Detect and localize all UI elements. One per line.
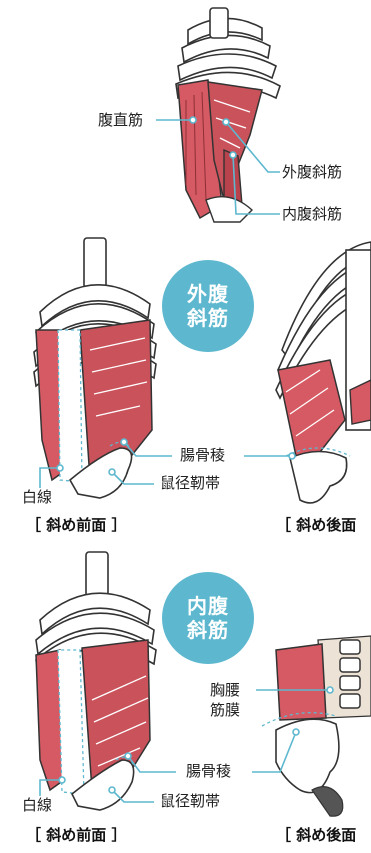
linea-alba-label: 白線 bbox=[22, 796, 52, 814]
linea-alba-label: 白線 bbox=[22, 488, 52, 506]
internal-oblique-front-figure bbox=[36, 552, 156, 810]
thoracolumbar-fascia-label: 胸腰 筋膜 bbox=[210, 680, 240, 720]
iliac-crest-label: 腸骨稜 bbox=[180, 446, 225, 464]
external-oblique-front-figure bbox=[34, 238, 156, 498]
internal-oblique-label: 内腹斜筋 bbox=[282, 205, 342, 223]
rectus-abdominis-label: 腹直筋 bbox=[98, 111, 143, 129]
internal-oblique-back-figure bbox=[262, 636, 371, 816]
caption-front-oblique: ［ 斜め前面 ］ bbox=[26, 516, 126, 534]
caption-front-oblique: ［ 斜め前面 ］ bbox=[26, 826, 126, 844]
fascia-label-line-1: 胸腰 bbox=[210, 680, 240, 700]
iliac-crest-label: 腸骨稜 bbox=[186, 762, 231, 780]
external-oblique-badge: 外腹 斜筋 bbox=[162, 260, 254, 352]
top-torso-figure bbox=[176, 8, 280, 222]
badge-line-2: 斜筋 bbox=[187, 306, 229, 330]
badge-line-1: 内腹 bbox=[187, 594, 229, 618]
external-oblique-label: 外腹斜筋 bbox=[282, 163, 342, 181]
fascia-label-line-2: 筋膜 bbox=[210, 700, 240, 720]
badge-line-1: 外腹 bbox=[187, 282, 229, 306]
caption-back-oblique: ［ 斜め後面 bbox=[276, 826, 356, 844]
external-oblique-back-figure bbox=[276, 242, 371, 503]
badge-line-2: 斜筋 bbox=[187, 618, 229, 642]
inguinal-ligament-label: 鼠径靭帯 bbox=[160, 792, 220, 810]
internal-oblique-badge: 内腹 斜筋 bbox=[162, 572, 254, 664]
caption-back-oblique: ［ 斜め後面 bbox=[276, 516, 356, 534]
inguinal-ligament-label: 鼠径靭帯 bbox=[160, 474, 220, 492]
